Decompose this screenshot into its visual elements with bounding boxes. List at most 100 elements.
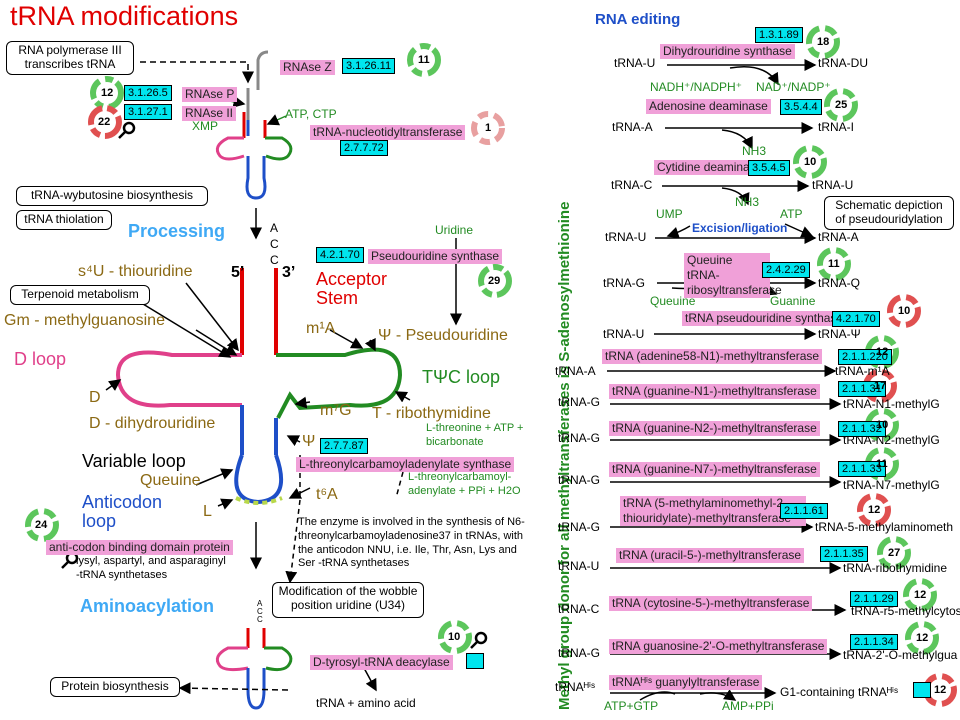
reaction-from: tRNA-U: [605, 230, 647, 244]
count-anticodon-binding: 24: [35, 519, 48, 531]
reaction-from: tRNA-G: [558, 473, 600, 487]
reaction-to: tRNA-N1-methylG: [843, 397, 940, 411]
badge-m6: [877, 536, 911, 570]
count-rnase-p: 12: [101, 87, 114, 99]
count-badge-value: 12: [914, 589, 927, 601]
enzyme-anticodon-binding: anti-codon binding domain protein: [46, 540, 233, 555]
ec-number-empty: [913, 682, 931, 698]
side-input: NADH⁺/NADPH⁺: [650, 80, 743, 94]
count-badge-value: 25: [835, 99, 848, 111]
ec-number: 2.4.2.29: [762, 262, 810, 278]
ec-number: 2.1.1.32: [838, 421, 886, 437]
ec-deacylase: [466, 653, 484, 669]
terpenoid-box: Terpenoid metabolism: [10, 285, 150, 305]
side-output: AMP+PPi: [722, 699, 774, 713]
ec-number: 1.3.1.89: [755, 27, 803, 43]
processing-label: Processing: [128, 221, 226, 241]
page-title: tRNA modifications: [10, 1, 239, 31]
reaction-from: tRNA-C: [611, 178, 653, 192]
psi-label: Ψ - Pseudouridine: [378, 327, 508, 344]
ec-rnase-ii: 3.1.27.1: [124, 104, 172, 120]
badge-rnase-z: [407, 43, 441, 77]
badge-deacylase: [438, 620, 472, 654]
badge-cda: [793, 145, 827, 179]
side-output: ATP: [780, 207, 803, 221]
acc-bottom-c1: C: [257, 607, 263, 616]
t6a-label: t⁶A: [316, 486, 338, 503]
reaction-to: tRNA-A: [818, 230, 859, 244]
ec-number: 2.1.1.220: [838, 349, 892, 365]
atp-ctp-label: ATP, CTP: [285, 107, 337, 121]
threonine-input: L-threonine + ATP + bicarbonate: [426, 422, 524, 448]
wobble-box: Modification of the wobble position urid…: [272, 582, 424, 618]
anticodon-loop-label: Anticodon loop: [82, 492, 163, 531]
reaction-to: tRNA-2'-O-methylgua: [843, 648, 958, 662]
queuine-label: Queuine: [140, 472, 201, 489]
ec-rnase-z: 3.1.26.11: [342, 58, 396, 74]
reaction-from: tRNA-G: [603, 276, 645, 290]
t-ribo-label: T - ribothymidine: [372, 405, 491, 422]
count-deacylase: 10: [448, 631, 461, 643]
ec-number: 2.1.1.61: [780, 503, 828, 519]
reaction-to: tRNA-5-methylaminometh: [815, 520, 954, 534]
reaction-from: tRNA-U: [614, 56, 656, 70]
tpsic-loop-label: TΨC loop: [422, 367, 501, 387]
acc-bottom-c2: C: [257, 615, 263, 624]
side-input: Queuine: [650, 294, 696, 308]
uridine-label: Uridine: [435, 223, 474, 237]
enzyme-name: Dihydrouridine synthase: [660, 44, 795, 59]
enzyme-rnase-ii: RNAse II: [182, 106, 237, 121]
d-dihydro-label: D - dihydrouridine: [89, 415, 216, 432]
badge-trps: [887, 294, 921, 328]
count-badge-value: 10: [876, 419, 889, 431]
count-badge-value: 12: [934, 684, 947, 696]
side-output: NH3: [742, 144, 767, 158]
enzyme-name: tRNA pseudouridine synthase: [682, 311, 847, 326]
threonylcarbamoyl-output: L-threonylcarbamoyl-adenylate + PPi + H2…: [408, 471, 521, 497]
count-badge-value: 17: [874, 380, 887, 392]
count-pseudouridine-synthase: 29: [488, 275, 501, 287]
enzyme-name: tRNA (adenine58-N1)-methyltransferase: [602, 349, 823, 364]
badge-m7: [903, 578, 937, 612]
magnifier-icon: [118, 121, 136, 139]
reaction-to: tRNA-U: [812, 178, 854, 192]
reaction-to: tRNA-r5-methylcytos: [851, 604, 960, 618]
acc-top-a: A: [270, 221, 279, 235]
badge-rnase-ii: [88, 105, 122, 139]
count-badge-value: 11: [828, 258, 840, 270]
count-badge-value: 11: [876, 458, 888, 470]
reaction-from: tRNA-A: [612, 120, 653, 134]
acceptor-stem-label: Acceptor Stem: [316, 269, 388, 308]
enzyme-name: tRNA (uracil-5-)-methyltransferase: [616, 548, 805, 563]
enzyme-rnase-p: RNAse P: [182, 87, 238, 102]
enzyme-name: Excision/ligation: [692, 221, 788, 235]
anticodon-note: lysyl, aspartyl, and asparaginyl -tRNA s…: [76, 555, 226, 581]
wybutosine-box: tRNA-wybutosine biosynthesis: [16, 186, 208, 206]
reaction-to: tRNA-ribothymidine: [843, 561, 948, 575]
psi-small-label: Ψ: [302, 433, 316, 450]
enzyme-nucleotidyltransferase: tRNA-nucleotidyltransferase: [310, 125, 466, 140]
count-badge-value: 12: [868, 504, 881, 516]
reaction-from: tRNA-G: [558, 431, 600, 445]
five-prime-label: 5’: [231, 264, 245, 281]
enzyme-name: Adenosine deaminase: [646, 99, 771, 114]
badge-m5: [857, 493, 891, 527]
count-badge-value: 10: [898, 305, 911, 317]
count-nucleotidyltransferase: 1: [485, 122, 492, 134]
badge-ada: [824, 88, 858, 122]
count-rnase-z: 11: [418, 54, 430, 66]
side-output: NH3: [735, 195, 760, 209]
pseudouridylation-box: Schematic depiction of pseudouridylation: [824, 196, 954, 230]
polymerase-box: RNA polymerase III transcribes tRNA: [6, 41, 134, 75]
ec-number: 2.1.1.33: [838, 461, 886, 477]
badge-nucleotidyl: [471, 111, 505, 145]
count-badge-value: 10: [804, 156, 817, 168]
count-badge-value: 18: [817, 36, 830, 48]
side-input: UMP: [656, 207, 683, 221]
m7g-label: m⁷G: [320, 402, 352, 419]
magnifier-icon: [61, 551, 79, 569]
aminoacylation-label: Aminoacylation: [80, 596, 215, 616]
count-rnase-ii: 22: [98, 116, 111, 128]
count-badge-value: 12: [916, 632, 929, 644]
enzyme-name: tRNA (5-methylaminomethyl-2-thiouridylat…: [620, 496, 806, 526]
